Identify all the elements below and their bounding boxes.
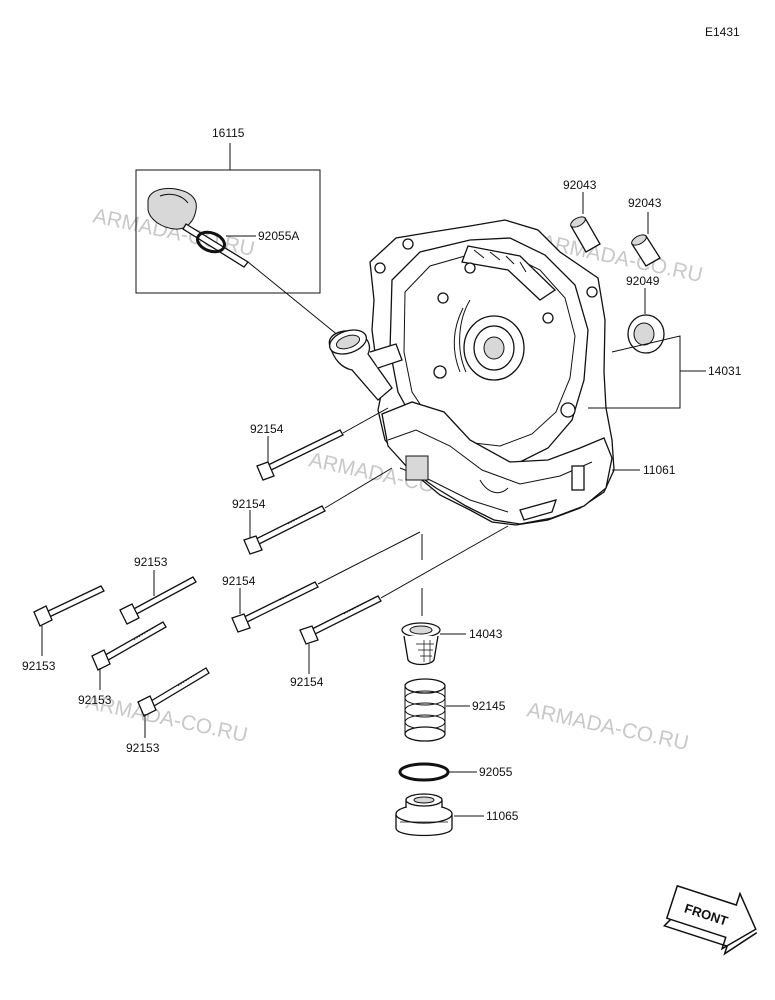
label-14043: 14043 (469, 627, 503, 641)
label-92154-a: 92154 (250, 422, 284, 436)
collar-92043-a[interactable]: 92043 (563, 178, 601, 253)
label-92154-b: 92154 (232, 497, 266, 511)
bolt-92154-a[interactable]: 92154 (250, 407, 389, 481)
oring-92055[interactable]: 92055 (398, 762, 513, 782)
spring-92145[interactable]: 92145 (404, 678, 506, 742)
oring-92055a[interactable] (195, 229, 227, 255)
bolt-92153-left[interactable]: 92153 (22, 585, 105, 673)
label-92154-d: 92154 (290, 675, 324, 689)
label-16115: 16115 (212, 126, 245, 140)
seal-kit-bracket: 14031 (588, 335, 742, 409)
oil-seal-92049[interactable]: 92049 (626, 274, 665, 354)
label-92055a: 92055A (258, 229, 299, 243)
drain-cap-11065[interactable]: 11065 (395, 793, 519, 837)
collar-92043-b[interactable]: 92043 (628, 196, 662, 267)
label-92043-a: 92043 (563, 178, 597, 192)
bolt-92154-b[interactable]: 92154 (232, 467, 393, 555)
oil-strainer-14043[interactable]: 14043 (401, 622, 503, 666)
bolt-92153-mid[interactable]: 92153 (78, 621, 167, 707)
label-92153-mid: 92153 (78, 693, 112, 707)
oil-gauge-box (135, 169, 321, 294)
diagram-code: E1431 (705, 25, 740, 39)
label-92055: 92055 (479, 765, 513, 779)
label-92154-c: 92154 (222, 574, 256, 588)
bolt-92153-top[interactable]: 92153 (119, 555, 197, 625)
label-92153-bottom: 92153 (126, 741, 160, 755)
oil-gauge-group: 16115 92055A (135, 126, 351, 346)
label-92153-top: 92153 (134, 555, 168, 569)
label-14031: 14031 (708, 364, 742, 378)
label-92049: 92049 (626, 274, 660, 288)
label-92043-b: 92043 (628, 196, 662, 210)
crankcase-cover[interactable]: 11061 (327, 219, 676, 526)
watermark-5: ARMADA-CO.RU (525, 698, 691, 755)
label-11065: 11065 (486, 809, 519, 823)
label-92153-left: 92153 (22, 659, 56, 673)
bolt-92154-d[interactable]: 92154 (290, 525, 509, 689)
bolt-92154-c[interactable]: 92154 (222, 531, 421, 633)
bolt-92153-bottom[interactable]: 92153 (126, 667, 210, 755)
label-11061: 11061 (643, 463, 676, 477)
front-arrow-icon: FRONT (662, 884, 758, 956)
label-92145: 92145 (472, 699, 506, 713)
